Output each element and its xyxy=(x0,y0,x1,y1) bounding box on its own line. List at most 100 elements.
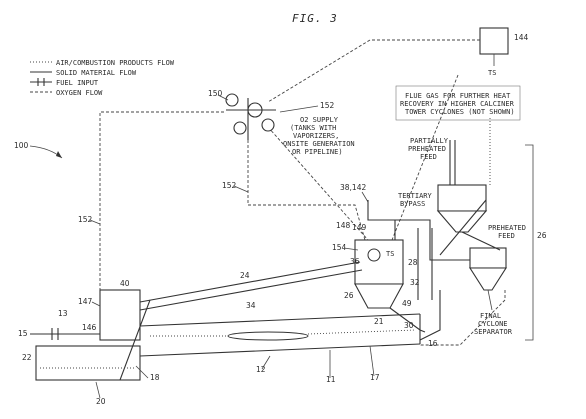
calciner-cone xyxy=(354,283,404,309)
final-cyclone-body xyxy=(469,247,507,269)
ref-147: 147 xyxy=(78,297,93,306)
ref-28: 28 xyxy=(408,258,418,267)
flue-gas-label: FLUE GAS FOR FURTHER HEAT RECOVERY IN HI… xyxy=(400,92,515,116)
ref-24: 24 xyxy=(240,271,250,280)
valve-a xyxy=(225,93,239,107)
ref-18-leader xyxy=(135,365,149,379)
ref-152-leader xyxy=(279,105,319,113)
ref-152-left-leader xyxy=(89,219,101,225)
ref-13: 13 xyxy=(58,309,68,318)
kiln-gas-flow-line-2 xyxy=(307,329,416,335)
ref-154: 154 xyxy=(332,243,347,252)
ts-label-calciner: TS xyxy=(386,250,394,258)
ref-40: 40 xyxy=(120,279,130,288)
ref-150: 150 xyxy=(208,89,223,98)
o2-supply-valve-assembly xyxy=(225,93,276,140)
ref-30: 30 xyxy=(404,321,414,330)
ts-label-top: TS xyxy=(488,69,496,77)
final-cyclone-cone xyxy=(468,267,508,291)
fcs-line-1: FINAL xyxy=(480,312,501,320)
ppf-line-3: FEED xyxy=(420,153,437,161)
pf-line-2: FEED xyxy=(498,232,515,240)
ref-146: 146 xyxy=(82,323,97,332)
tertiary-bypass-label: TERTIARY BYPASS xyxy=(398,192,433,208)
cooler-riser-arrow xyxy=(119,299,151,381)
ref-149-top: 149 xyxy=(352,223,367,232)
figure-title: FIG. 3 xyxy=(292,12,338,25)
cyclone-bracket xyxy=(525,144,534,341)
flue-gas-line-3: TOWER CYCLONES (NOT SHOWN) xyxy=(405,108,515,116)
feed-return-duct xyxy=(419,290,441,341)
fcs-line-2: CYCLONE xyxy=(478,320,508,328)
ref-12: 12 xyxy=(256,365,266,374)
ref-152-mid: 152 xyxy=(222,181,237,190)
o2-supply-line-3: VAPORIZERS, xyxy=(293,132,339,140)
ref-49: 49 xyxy=(402,299,412,308)
legend-item-air: AIR/COMBUSTION PRODUCTS FLOW xyxy=(56,59,175,67)
final-cyclone-separator xyxy=(468,247,508,291)
tertiary-air-pipe-top xyxy=(139,261,361,303)
o2-supply-line-2: (TANKS WITH xyxy=(290,124,336,132)
calciner xyxy=(354,239,404,309)
ref-15: 15 xyxy=(18,329,28,338)
kiln-shell-top xyxy=(139,313,421,327)
ref-11: 11 xyxy=(326,375,336,384)
clinker-cooler xyxy=(35,345,141,381)
flue-gas-bracket xyxy=(395,85,521,121)
hood-body xyxy=(99,289,141,341)
ref-152-mid-leader xyxy=(233,185,249,193)
o2-supply-line-4: ONSITE GENERATION xyxy=(283,140,355,148)
ref-100: 100 xyxy=(14,141,29,150)
oxygen-line-to-kiln-inlet xyxy=(247,140,366,241)
preheated-feed-label: PREHEATED FEED xyxy=(488,224,526,240)
valve-c xyxy=(261,118,275,132)
ref-34: 34 xyxy=(246,301,256,310)
ref-20: 20 xyxy=(96,397,106,406)
kiln-shell-bottom xyxy=(139,343,421,357)
ref-17-leader xyxy=(369,345,375,377)
partially-preheated-feed-label: PARTIALLY PREHEATED FEED xyxy=(408,137,449,161)
upper-cyclone-cone xyxy=(436,210,488,233)
ref-22: 22 xyxy=(22,353,32,362)
ref-32: 32 xyxy=(410,278,420,287)
upper-cyclone xyxy=(436,184,488,233)
ref-38-leader xyxy=(361,191,369,203)
ppf-line-1: PARTIALLY xyxy=(410,137,449,145)
flue-gas-line-2: RECOVERY IN HIGHER CALCINER xyxy=(400,100,515,108)
ref-148: 148 xyxy=(336,221,351,230)
pf-line-1: PREHEATED xyxy=(488,224,526,232)
ref-18: 18 xyxy=(150,373,160,382)
cross-duct-1 xyxy=(461,231,501,251)
o2-supply-label: O2 SUPPLY (TANKS WITH VAPORIZERS, ONSITE… xyxy=(283,116,355,156)
legend: AIR/COMBUSTION PRODUCTS FLOW SOLID MATER… xyxy=(30,59,175,97)
cross-duct-2 xyxy=(439,199,487,256)
kiln-hood xyxy=(99,289,141,341)
ref-154-leader xyxy=(343,247,359,251)
ref-150-leader xyxy=(217,94,229,101)
temperature-sensor-box xyxy=(479,27,509,55)
ref-36: 36 xyxy=(350,257,360,266)
ref-12-leader xyxy=(261,355,271,370)
ref-17: 17 xyxy=(370,373,380,382)
ref-152-top: 152 xyxy=(320,101,335,110)
ref-26: 26 xyxy=(344,291,354,300)
tb-line-1: TERTIARY xyxy=(398,192,433,200)
ppf-line-2: PREHEATED xyxy=(408,145,446,153)
legend-item-solid: SOLID MATERIAL FLOW xyxy=(56,69,137,77)
tertiary-air-pipe-bottom xyxy=(139,269,363,311)
ref-21: 21 xyxy=(374,317,384,326)
calciner-body xyxy=(354,239,404,285)
o2-supply-line-5: OR PIPELINE) xyxy=(292,148,343,156)
legend-item-oxygen: OXYGEN FLOW xyxy=(56,89,103,97)
rotary-kiln xyxy=(139,313,421,357)
upper-cyclone-body xyxy=(437,184,487,212)
o2-supply-line-1: O2 SUPPLY xyxy=(300,116,339,124)
valve-d xyxy=(233,121,247,135)
flue-gas-line-1: FLUE GAS FOR FURTHER HEAT xyxy=(405,92,511,100)
control-signal-line-lower xyxy=(267,126,369,241)
ref-152-left: 152 xyxy=(78,215,93,224)
control-signal-line-to-valve xyxy=(267,39,371,103)
ref-20-leader xyxy=(95,381,101,399)
fcs-leader xyxy=(487,289,493,311)
